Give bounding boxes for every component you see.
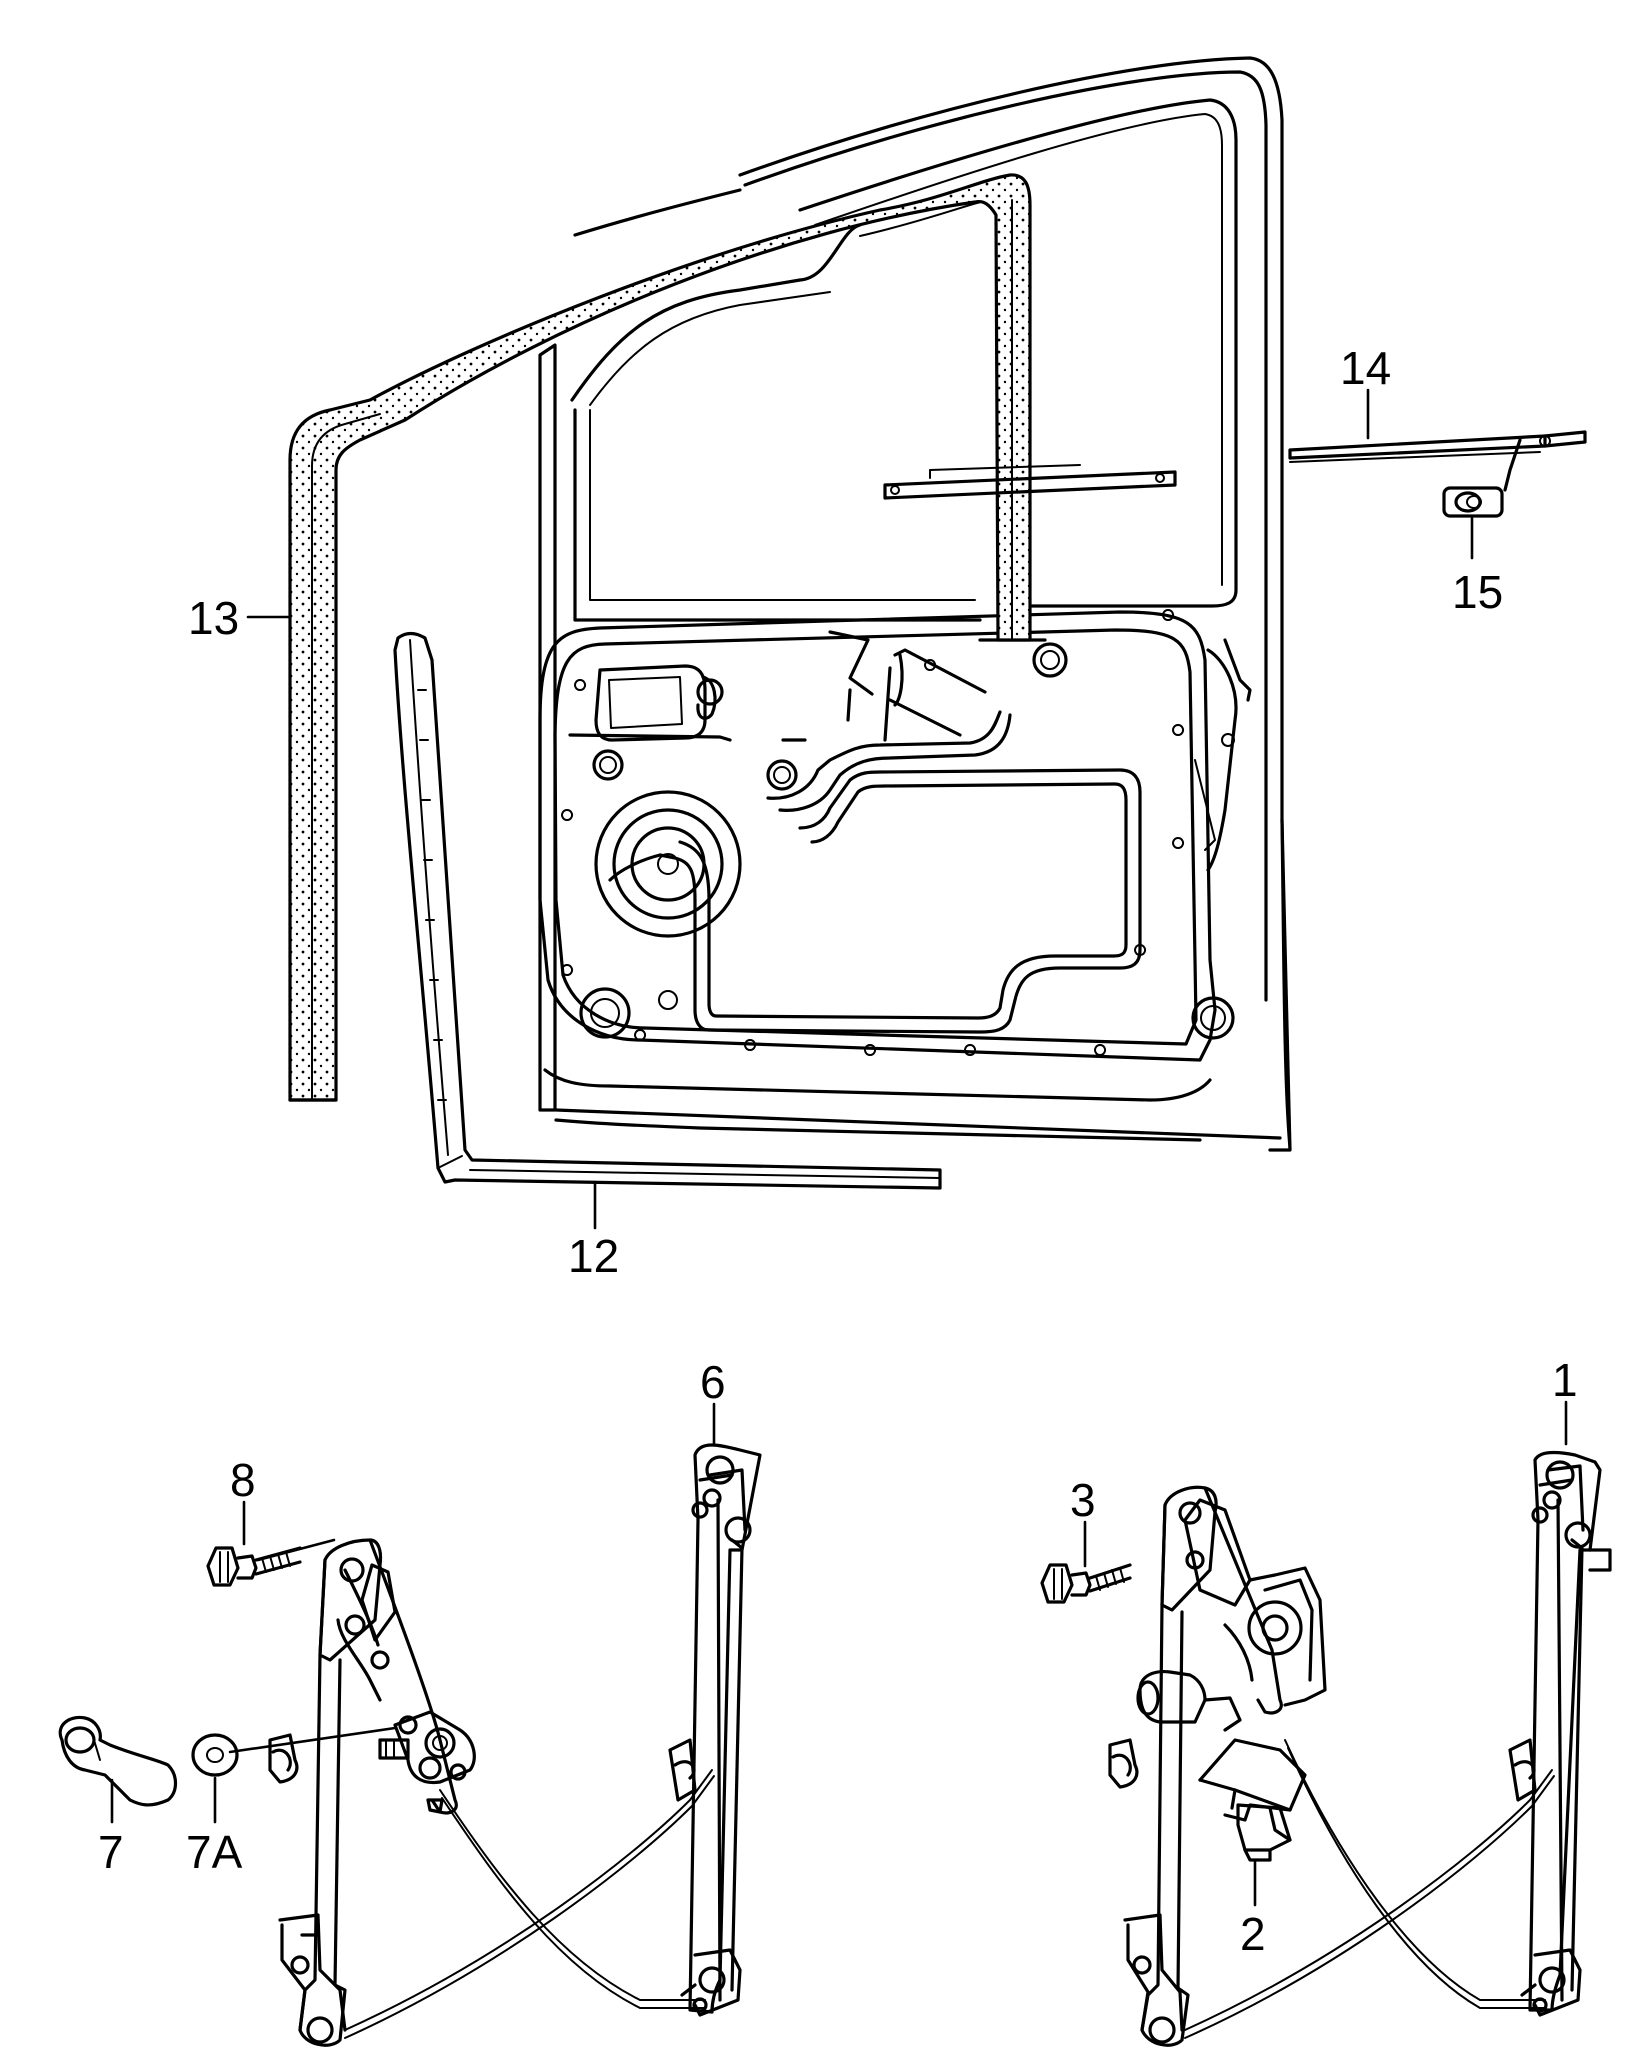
part-12-window-channel xyxy=(393,631,942,1190)
part-label-7a: 7A xyxy=(186,1826,243,1878)
part-14-outer-strip xyxy=(883,430,1587,500)
part-label-13: 13 xyxy=(188,592,239,644)
part-1-power-window-regulator xyxy=(1108,1451,1612,2047)
part-label-14: 14 xyxy=(1340,342,1391,394)
leader-line-screw-8 xyxy=(256,1538,336,1562)
part-label-6: 6 xyxy=(700,1356,726,1408)
leader-line-shaft xyxy=(228,1726,397,1754)
part-7a-washer xyxy=(191,1733,239,1777)
door-shell xyxy=(538,56,1292,1152)
part-6-manual-window-regulator xyxy=(268,1443,762,2047)
part-13-window-seal xyxy=(288,173,1032,1102)
part-label-15: 15 xyxy=(1452,566,1503,618)
part-label-8: 8 xyxy=(230,1454,256,1506)
leader-lines xyxy=(110,388,1568,1907)
part-7-crank-handle xyxy=(58,1715,178,1807)
inner-door-panel xyxy=(538,609,1252,1062)
part-label-2: 2 xyxy=(1240,1908,1266,1960)
part-label-12: 12 xyxy=(568,1230,619,1282)
part-label-7: 7 xyxy=(98,1826,124,1878)
part-3-screw xyxy=(1040,1563,1132,1604)
part-label-3: 3 xyxy=(1070,1474,1096,1526)
part-label-1: 1 xyxy=(1552,1354,1578,1406)
part-labels: 13 12 14 15 6 1 8 3 7 7A 2 xyxy=(98,342,1578,1960)
part-15-clip xyxy=(1442,486,1504,518)
